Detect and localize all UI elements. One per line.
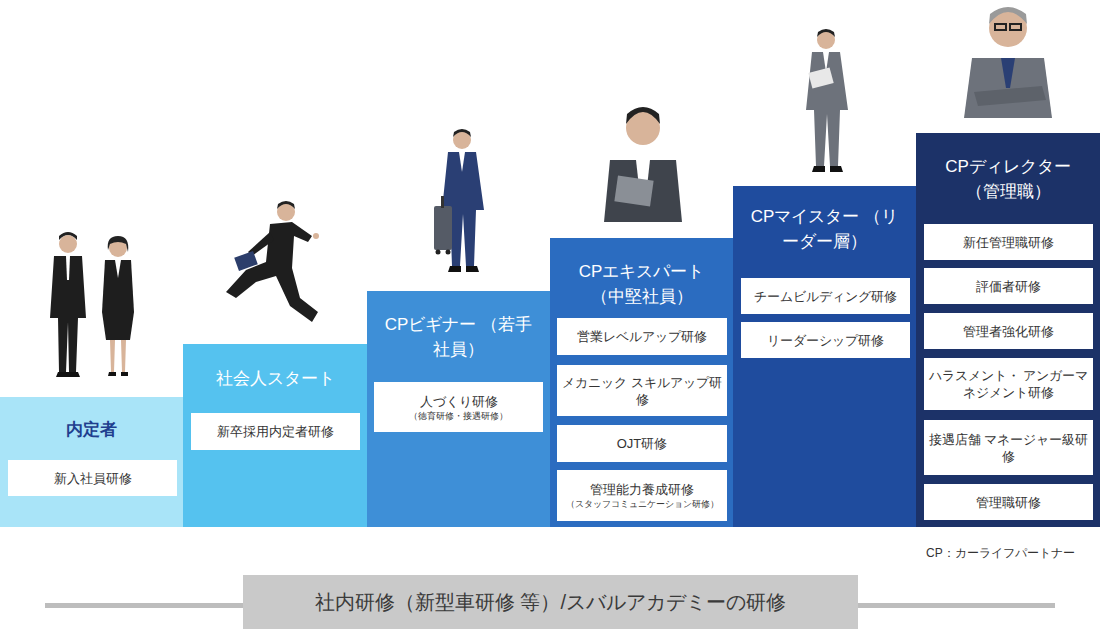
course-box: 新入社員研修 (8, 460, 177, 496)
course-name: 管理職研修 (976, 494, 1041, 511)
training-band: 社内研修（新型車研修 等）/スバルアカデミーの研修 (243, 575, 858, 629)
course-box: リーダーシップ研修 (741, 322, 910, 358)
course-name: 管理者強化研修 (963, 323, 1054, 340)
course-name: OJT研修 (617, 435, 668, 452)
course-box: 評価者研修 (924, 268, 1093, 304)
course-box: 管理職研修 (924, 484, 1093, 520)
people-figure (226, 201, 319, 322)
course-name: 評価者研修 (976, 278, 1041, 295)
career-step: CPマイスター （リーダー層） チームビルディング研修リーダーシップ研修 (733, 186, 916, 527)
people-figure (434, 129, 484, 272)
people-figure (604, 107, 682, 222)
course-box: 接遇店舗 マネージャー級研修 (924, 420, 1093, 475)
career-step: 内定者新入社員研修 (0, 397, 183, 527)
step-heading: CPビギナー （若手社員） (367, 312, 550, 362)
course-name: 新卒採用内定者研修 (217, 423, 334, 440)
people-figure (964, 7, 1052, 118)
course-box: 人づくり研修（徳育研修・接遇研修） (374, 382, 543, 432)
step-heading: 社会人スタート (183, 366, 367, 391)
people-figure (50, 232, 134, 377)
people-figure (806, 29, 848, 172)
course-box: 新卒採用内定者研修 (191, 413, 360, 450)
step-heading: CPマイスター （リーダー層） (733, 204, 916, 254)
band-text: 社内研修（新型車研修 等）/スバルアカデミーの研修 (315, 589, 786, 616)
course-name: 新入社員研修 (54, 470, 132, 487)
course-name: 新任管理職研修 (963, 234, 1054, 251)
course-box: 管理能力養成研修（スタッフコミュニケーション研修） (557, 470, 727, 521)
course-box: 新任管理職研修 (924, 224, 1093, 260)
step-heading: CPエキスパート （中堅社員） (550, 259, 733, 309)
footnote: CP：カーライフパートナー (926, 545, 1075, 562)
course-box: チームビルディング研修 (741, 278, 910, 314)
career-step: CPビギナー （若手社員） 人づくり研修（徳育研修・接遇研修） (367, 291, 550, 527)
course-name: 管理能力養成研修 (590, 481, 694, 498)
course-detail: （スタッフコミュニケーション研修） (566, 498, 719, 510)
course-box: OJT研修 (557, 425, 727, 462)
course-name: メカニック スキルアップ研修 (560, 374, 724, 408)
step-heading: CPディレクター （管理職） (916, 154, 1100, 204)
course-name: 人づくり研修 (420, 393, 498, 410)
course-name: リーダーシップ研修 (767, 332, 884, 349)
career-step: CPディレクター （管理職） 新任管理職研修評価者研修管理者強化研修ハラスメント・… (916, 133, 1100, 527)
course-name: 接遇店舗 マネージャー級研修 (927, 431, 1090, 465)
step-heading: 内定者 (0, 417, 183, 442)
course-box: 管理者強化研修 (924, 313, 1093, 349)
course-name: チームビルディング研修 (754, 288, 897, 305)
career-step: CPエキスパート （中堅社員） 営業レベルアップ研修メカニック スキルアップ研修 O… (550, 238, 733, 527)
course-box: 営業レベルアップ研修 (557, 318, 727, 355)
course-box: メカニック スキルアップ研修 (557, 365, 727, 416)
course-box: ハラスメント・ アンガーマネジメント研修 (924, 358, 1093, 410)
course-detail: （徳育研修・接遇研修） (409, 410, 508, 422)
course-name: 営業レベルアップ研修 (577, 328, 707, 345)
course-name: ハラスメント・ アンガーマネジメント研修 (927, 367, 1090, 401)
career-step: 社会人スタート新卒採用内定者研修 (183, 344, 367, 527)
